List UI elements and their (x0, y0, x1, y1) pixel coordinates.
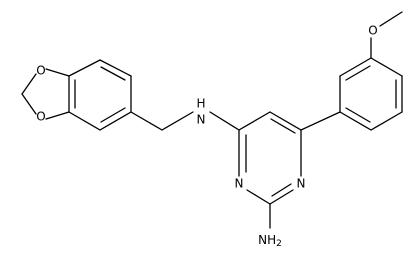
bond (130, 111, 163, 131)
bond (99, 111, 132, 131)
atom-label-amine: NH2 (258, 233, 282, 249)
bond (45, 68, 70, 77)
bond (345, 65, 371, 81)
atom-label-nh-linker-h: H (196, 97, 205, 111)
bond (246, 189, 271, 205)
bond (45, 111, 70, 120)
bond (238, 111, 271, 131)
bond (68, 59, 101, 77)
bond (269, 111, 302, 131)
bond (370, 57, 403, 77)
atom-label-amine-subscript: 2 (276, 239, 282, 249)
bond (379, 11, 403, 27)
atom-label-pyrimidine-n-right: N (297, 177, 306, 191)
bond (269, 189, 294, 205)
atom-label-pyrimidine-n-left: N (235, 177, 244, 191)
bond (161, 111, 194, 131)
atom-label-oxygen-top: O (36, 64, 45, 78)
bond (270, 118, 296, 134)
atom-label-nh-linker-n: N (197, 113, 206, 127)
benzodioxole-group (21, 59, 132, 131)
bond (345, 107, 371, 123)
bond (209, 111, 240, 131)
bond (300, 111, 341, 131)
bond (100, 107, 126, 123)
bond (370, 111, 403, 131)
bond (339, 57, 372, 77)
atom-label-amine-nh: NH (258, 233, 276, 247)
bond (68, 111, 101, 131)
methoxyphenyl-group (339, 11, 403, 131)
atom-label-oxygen-bottom: O (36, 110, 45, 124)
atom-label-oxygen-methoxy: O (368, 24, 377, 38)
bond (339, 111, 372, 131)
bond (99, 59, 132, 77)
bond (100, 66, 126, 81)
bond (21, 93, 37, 115)
bond (21, 73, 37, 95)
pyrimidine-group (238, 111, 302, 229)
bond (271, 183, 292, 197)
